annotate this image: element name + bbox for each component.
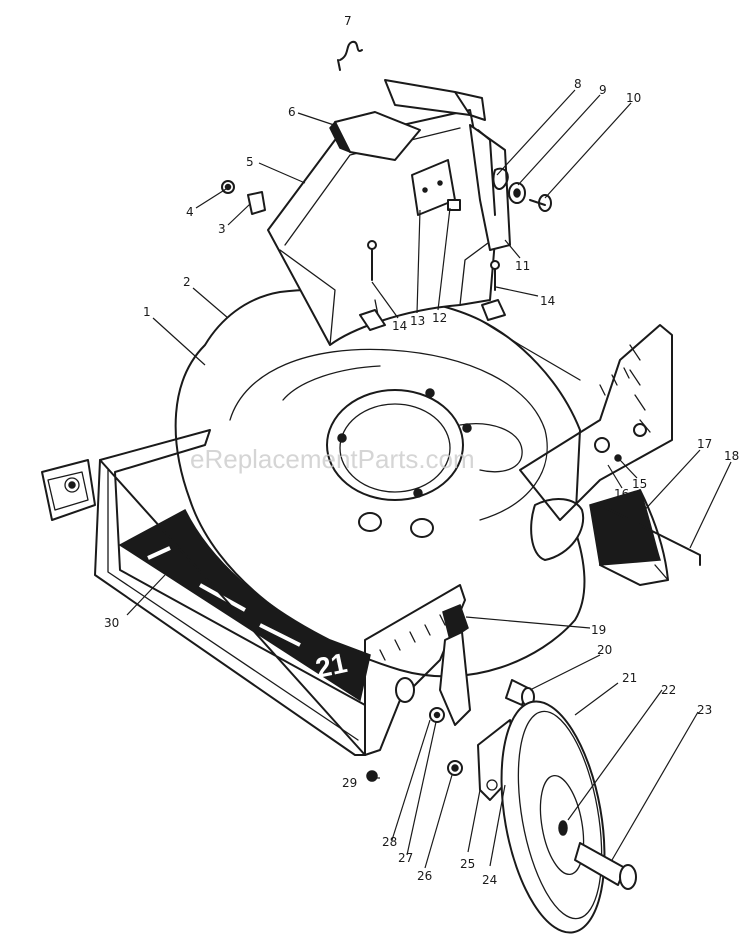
wheel (500, 700, 606, 934)
callout-15: 15 (632, 477, 647, 491)
wheel-bolt (574, 842, 637, 890)
callout-5: 5 (246, 155, 254, 169)
callout-30: 30 (104, 616, 119, 630)
leader-lines (126, 89, 732, 869)
hinge-bracket (469, 124, 511, 251)
deck-decal: 21 (118, 508, 371, 702)
callout-29: 29 (342, 776, 357, 790)
callout-14a: 14 (392, 319, 407, 333)
callout-14b: 14 (540, 294, 555, 308)
callout-6: 6 (288, 105, 296, 119)
front-skirt (94, 429, 466, 756)
callout-18: 18 (724, 449, 739, 463)
callout-23: 23 (697, 703, 712, 717)
retainer-clip (337, 40, 363, 71)
screw (529, 194, 552, 212)
callout-21: 21 (622, 671, 637, 685)
chute-bolts (359, 240, 506, 331)
callout-27: 27 (398, 851, 413, 865)
callout-28: 28 (382, 835, 397, 849)
callout-13: 13 (410, 314, 425, 328)
callout-labels: 1 2 3 4 5 6 7 8 9 10 11 12 13 14 14 15 1… (104, 14, 739, 887)
callout-2: 2 (183, 275, 191, 289)
callout-12: 12 (432, 311, 447, 325)
callout-10: 10 (626, 91, 641, 105)
front-bracket-left (41, 459, 96, 521)
callout-20: 20 (597, 643, 612, 657)
callout-9: 9 (599, 83, 607, 97)
bolt-and-clip (221, 180, 266, 215)
washer (508, 182, 526, 204)
callout-3: 3 (218, 222, 226, 236)
callout-16: 16 (614, 487, 629, 501)
watermark: eReplacementParts.com (190, 444, 475, 474)
callout-26: 26 (417, 869, 432, 883)
height-adjust-lever (366, 604, 519, 801)
callout-8: 8 (574, 77, 582, 91)
callout-7: 7 (344, 14, 352, 28)
callout-24: 24 (482, 873, 497, 887)
rear-flap (589, 489, 669, 586)
callout-4: 4 (186, 205, 194, 219)
callout-11: 11 (515, 259, 530, 273)
rear-height-bracket (519, 324, 673, 521)
callout-19: 19 (591, 623, 606, 637)
carriage-bolt (447, 199, 461, 211)
deck-size-label: 21 (313, 647, 350, 684)
chute-handle (329, 79, 486, 161)
hinge-rod (599, 504, 701, 566)
callout-22: 22 (661, 683, 676, 697)
callout-17: 17 (697, 437, 712, 451)
callout-25: 25 (460, 857, 475, 871)
callout-1: 1 (143, 305, 151, 319)
